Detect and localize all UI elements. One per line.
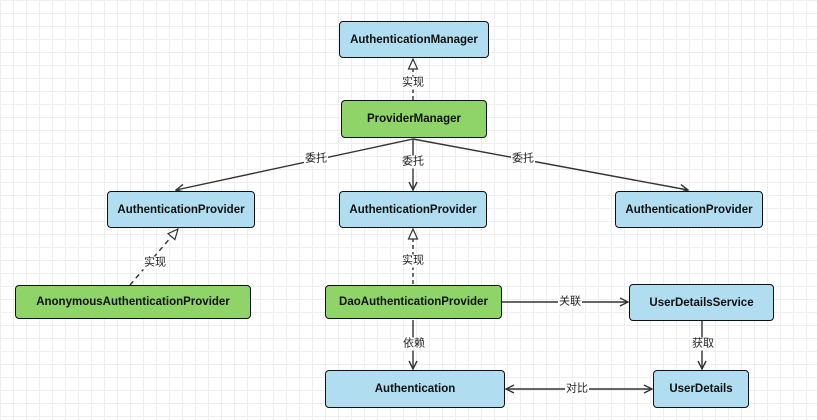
edge-delegate-left <box>176 138 414 190</box>
edge-label-obtains: 获取 <box>691 337 715 351</box>
authentication-node[interactable]: Authentication <box>325 370 505 408</box>
edge-label-delegate-left: 委托 <box>304 152 328 166</box>
edge-label-delegate-right: 委托 <box>511 152 535 166</box>
edge-label-associates: 关联 <box>558 295 582 309</box>
authentication-manager-node[interactable]: AuthenticationManager <box>339 21 489 58</box>
user-details-node[interactable]: UserDetails <box>653 370 749 408</box>
edge-delegate-right <box>412 138 688 190</box>
edge-label-implements-anonymous: 实现 <box>143 256 167 270</box>
dao-authentication-provider-node[interactable]: DaoAuthenticationProvider <box>325 285 502 319</box>
authentication-provider-right-node[interactable]: AuthenticationProvider <box>615 191 763 228</box>
authentication-provider-center-node[interactable]: AuthenticationProvider <box>339 191 487 228</box>
edge-label-implements-manager: 实现 <box>401 76 425 90</box>
anonymous-authentication-provider-node[interactable]: AnonymousAuthenticationProvider <box>15 285 251 319</box>
authentication-provider-left-node[interactable]: AuthenticationProvider <box>107 191 255 228</box>
user-details-service-node[interactable]: UserDetailsService <box>629 284 774 321</box>
edge-label-delegate-center: 委托 <box>401 155 425 169</box>
edge-label-depends-on: 依赖 <box>402 337 426 351</box>
edge-label-compares: 对比 <box>565 382 589 396</box>
edge-label-implements-dao: 实现 <box>401 254 425 268</box>
provider-manager-node[interactable]: ProviderManager <box>341 100 487 138</box>
